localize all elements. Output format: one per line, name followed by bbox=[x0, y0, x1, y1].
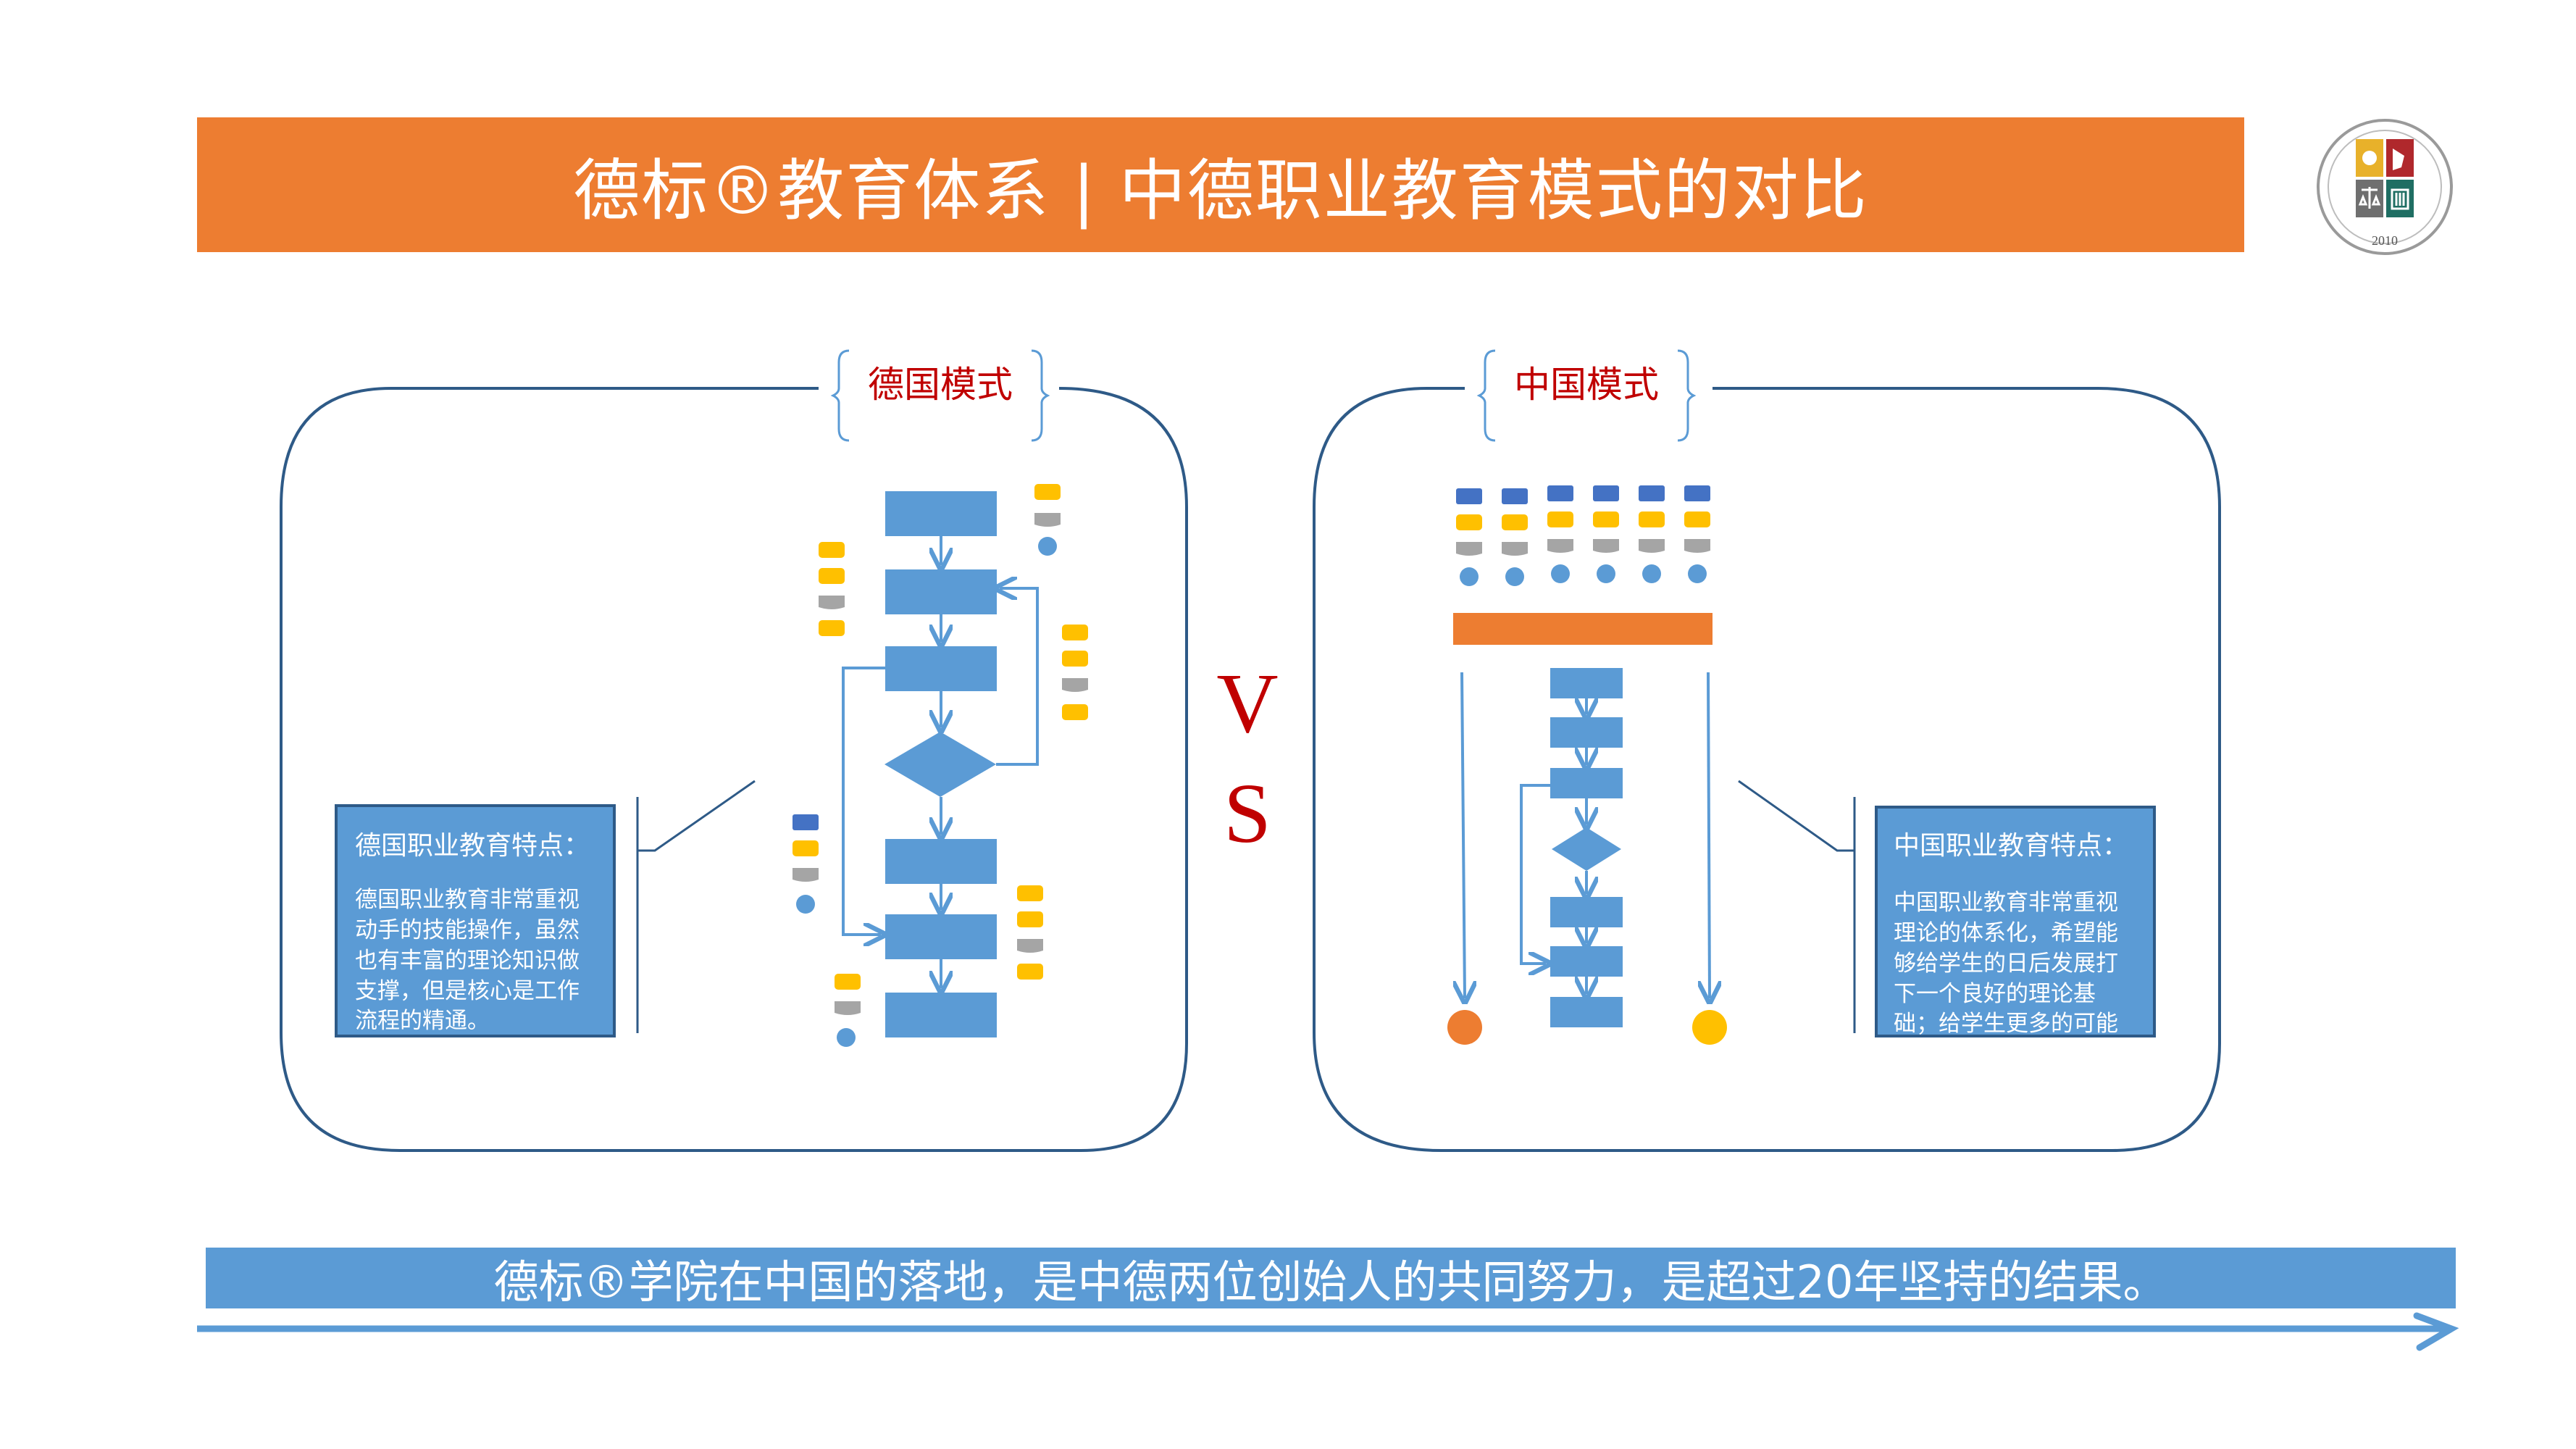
logo-year: 2010 bbox=[2372, 233, 2398, 248]
chinese-panel-outline bbox=[1313, 387, 2221, 1152]
german-model-label: 德国模式 bbox=[868, 364, 1013, 406]
chinese-flow-step-2 bbox=[1550, 717, 1623, 748]
vs-letter-v: V bbox=[1216, 656, 1278, 751]
chinese-flow-step-3 bbox=[1550, 768, 1623, 798]
chinese-feature-box bbox=[1875, 806, 2156, 1037]
german-feature-title: 德国职业教育特点： bbox=[355, 831, 590, 861]
chinese-feature-title: 中国职业教育特点： bbox=[1894, 831, 2129, 861]
german-label-brace-left bbox=[830, 349, 850, 442]
bottom-arrow bbox=[197, 1312, 2459, 1351]
chinese-label-brace-left bbox=[1476, 349, 1496, 442]
footer-text: 德标®学院在中国的落地，是中德两位创始人的共同努力，是超过20年坚持的结果。 bbox=[493, 1256, 2168, 1308]
page-title: 德标®教育体系 | 中德职业教育模式的对比 bbox=[573, 151, 1868, 230]
german-flow-decision bbox=[885, 732, 996, 797]
chinese-end-yellow bbox=[1692, 1010, 1727, 1045]
chinese-feature-text: 中国职业教育非常重视理论的体系化，希望能够给学生的日后发展打下一个良好的理论基础… bbox=[1894, 890, 2118, 1068]
chinese-flow-step-1 bbox=[1550, 668, 1623, 698]
german-resource-tags bbox=[793, 484, 1088, 1047]
german-panel-outline bbox=[280, 387, 1188, 1152]
german-flow-step-6 bbox=[885, 993, 997, 1037]
chinese-flow-step-6 bbox=[1550, 997, 1623, 1027]
chinese-panel: 中国模式 bbox=[1313, 349, 2221, 1152]
chinese-model-label: 中国模式 bbox=[1514, 364, 1659, 406]
german-panel: 德国模式 bbox=[280, 349, 1188, 1152]
chinese-side-arrows bbox=[1462, 672, 1710, 998]
vs-letter-s: S bbox=[1224, 766, 1271, 861]
chinese-label-brace-right bbox=[1677, 349, 1697, 442]
german-flow-step-3 bbox=[885, 646, 997, 691]
german-flow-arrows bbox=[842, 536, 1039, 988]
logo: 2010 bbox=[2317, 119, 2453, 255]
chinese-flow-decision bbox=[1552, 827, 1621, 871]
german-flow-step-5 bbox=[885, 914, 997, 959]
chinese-flow-step-4 bbox=[1550, 897, 1623, 927]
chinese-flow-arrows bbox=[1520, 698, 1586, 994]
footer-bar: 德标®学院在中国的落地，是中德两位创始人的共同努力，是超过20年坚持的结果。 bbox=[206, 1248, 2456, 1308]
chinese-flow-step-5 bbox=[1550, 946, 1623, 977]
title-bar: 德标®教育体系 | 中德职业教育模式的对比 bbox=[197, 117, 2244, 252]
german-label-brace-right bbox=[1031, 349, 1050, 442]
german-feature-text: 德国职业教育非常重视动手的技能操作，虽然也有丰富的理论知识做支撑，但是核心是工作… bbox=[355, 887, 580, 1035]
german-feature-box bbox=[335, 804, 616, 1037]
german-flow-step-1 bbox=[885, 491, 997, 536]
chinese-theory-bar bbox=[1453, 613, 1713, 645]
german-flow-step-2 bbox=[885, 569, 997, 614]
german-flow-step-4 bbox=[885, 839, 997, 884]
german-callout-line bbox=[636, 780, 756, 1033]
chinese-end-orange bbox=[1447, 1010, 1482, 1045]
chinese-callout-line bbox=[1738, 780, 1856, 1033]
chinese-resource-columns bbox=[1456, 485, 1710, 586]
